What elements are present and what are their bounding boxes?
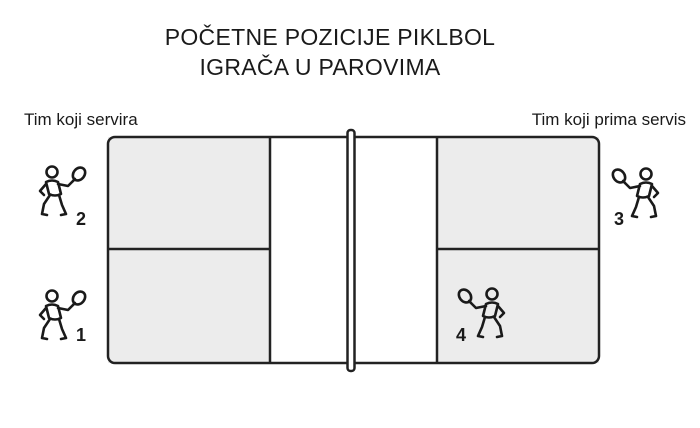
title-line-2: IGRAČA U PAROVIMA [199, 54, 441, 80]
player-3-number: 3 [614, 209, 625, 229]
diagram-title: POČETNE POZICIJE PIKLBOL IGRAČA U PAROVI… [0, 22, 660, 82]
net [346, 128, 356, 373]
service-box-left-top [108, 137, 270, 249]
player-2-number: 2 [76, 209, 87, 229]
serving-team-label: Tim koji servira [24, 110, 138, 129]
service-box-left-bottom [108, 249, 270, 363]
player-4-number: 4 [456, 325, 467, 345]
receiving-team-label: Tim koji prima servis [531, 110, 686, 129]
service-box-right-bottom [437, 249, 599, 363]
service-box-right-top [437, 137, 599, 249]
player-1-number: 1 [76, 325, 87, 345]
title-line-1: POČETNE POZICIJE PIKLBOL [164, 24, 496, 50]
